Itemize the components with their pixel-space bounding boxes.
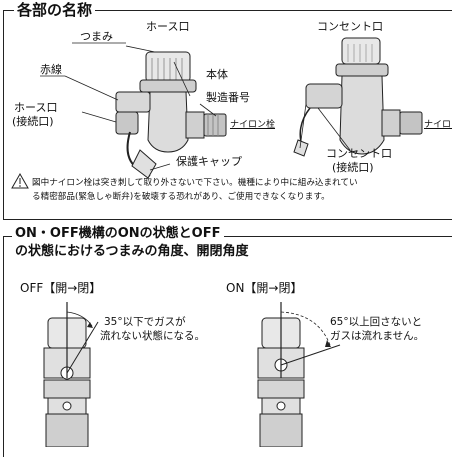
nylon-plug-label: ナイロン栓	[230, 120, 276, 130]
on-off-title-line2: の状態におけるつまみの角度、開閉角度	[12, 243, 252, 261]
outlet-port-header: コンセント口	[317, 20, 383, 33]
red-line-label: 赤線	[40, 63, 62, 76]
off-note-line1: 35°以下でガスが	[104, 316, 186, 328]
off-state-label: OFF【開→閉】	[20, 281, 102, 295]
outlet-connection-label-1: コンセント口	[326, 147, 392, 160]
warning-text-line1: 図中ナイロン栓は突き刺して取り外さないで下さい。機種により中に組み込まれてい	[32, 178, 358, 188]
body-label: 本体	[206, 68, 228, 81]
on-off-title-line1: ON・OFF機構のONの状態とOFF	[12, 225, 224, 243]
serial-number-label: 製造番号	[206, 91, 250, 104]
on-note-line2: ガスは流れません。	[330, 330, 425, 342]
knob-label: つまみ	[80, 30, 113, 43]
off-note-line2: 流れない状態になる。	[100, 330, 205, 342]
hose-port-connection-label-1: ホース口	[14, 101, 58, 114]
warning-text-line2: る精密部品(緊急しゃ断弁)を破壊する恐れがあり、ご使用できなくなります。	[32, 192, 330, 202]
hose-port-connection-label-2: (接続口)	[12, 115, 54, 128]
outlet-connection-label-2: (接続口)	[332, 161, 374, 174]
on-state-label: ON【開→閉】	[226, 281, 303, 295]
nylon-plug-right-label: ナイロン栓	[424, 120, 452, 130]
on-off-frame	[3, 236, 452, 457]
angle-illustration	[43, 302, 341, 447]
hose-port-header: ホース口	[146, 20, 190, 33]
protective-cap-label: 保護キャップ	[176, 155, 242, 168]
parts-names-frame	[3, 10, 452, 220]
parts-illustration	[11, 37, 423, 189]
parts-names-title: 各部の名称	[14, 1, 96, 19]
on-note-line1: 65°以上回さないと	[330, 316, 423, 328]
